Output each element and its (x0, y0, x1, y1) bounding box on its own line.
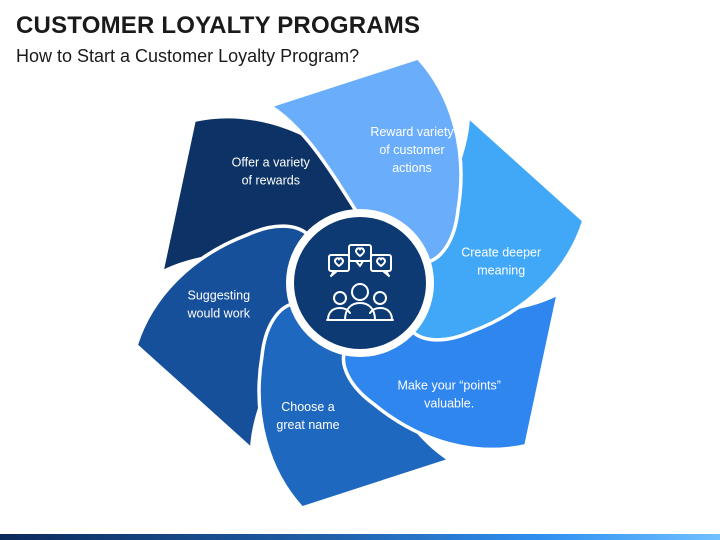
segment-label-line: Create deeper (461, 246, 541, 260)
segment-label-line: Offer a variety (232, 156, 311, 170)
segment-label-line: valuable. (424, 397, 474, 411)
segment-label-line: would work (187, 307, 251, 321)
center-hub (286, 209, 434, 357)
segment-label-line: of customer (379, 143, 444, 157)
segment-label-line: Suggesting (188, 289, 251, 303)
pinwheel-segments (134, 56, 586, 510)
segment-label-line: Make your “points” (397, 379, 501, 393)
page-title: CUSTOMER LOYALTY PROGRAMS (16, 12, 421, 39)
segment-label-line: actions (392, 161, 432, 175)
segment-label-line: meaning (477, 264, 525, 278)
segment-label-2: Create deeper meaning (461, 246, 541, 278)
segment-label-line: great name (276, 418, 339, 432)
segment-label-4: Choose a great name (276, 400, 339, 432)
segment-label-1: Reward variety of customer actions (370, 125, 454, 175)
bottom-accent-bar (0, 534, 720, 540)
segment-label-3: Make your “points” valuable. (397, 379, 501, 411)
page-subtitle: How to Start a Customer Loyalty Program? (16, 46, 360, 66)
segment-label-5: Suggesting would work (187, 289, 251, 321)
segment-label-line: Choose a (281, 400, 335, 414)
segment-label-6: Offer a variety of rewards (232, 156, 311, 188)
segment-label-line: Reward variety (370, 125, 454, 139)
people-heart-bubbles-icon (326, 244, 394, 321)
segment-label-line: of rewards (242, 174, 300, 188)
